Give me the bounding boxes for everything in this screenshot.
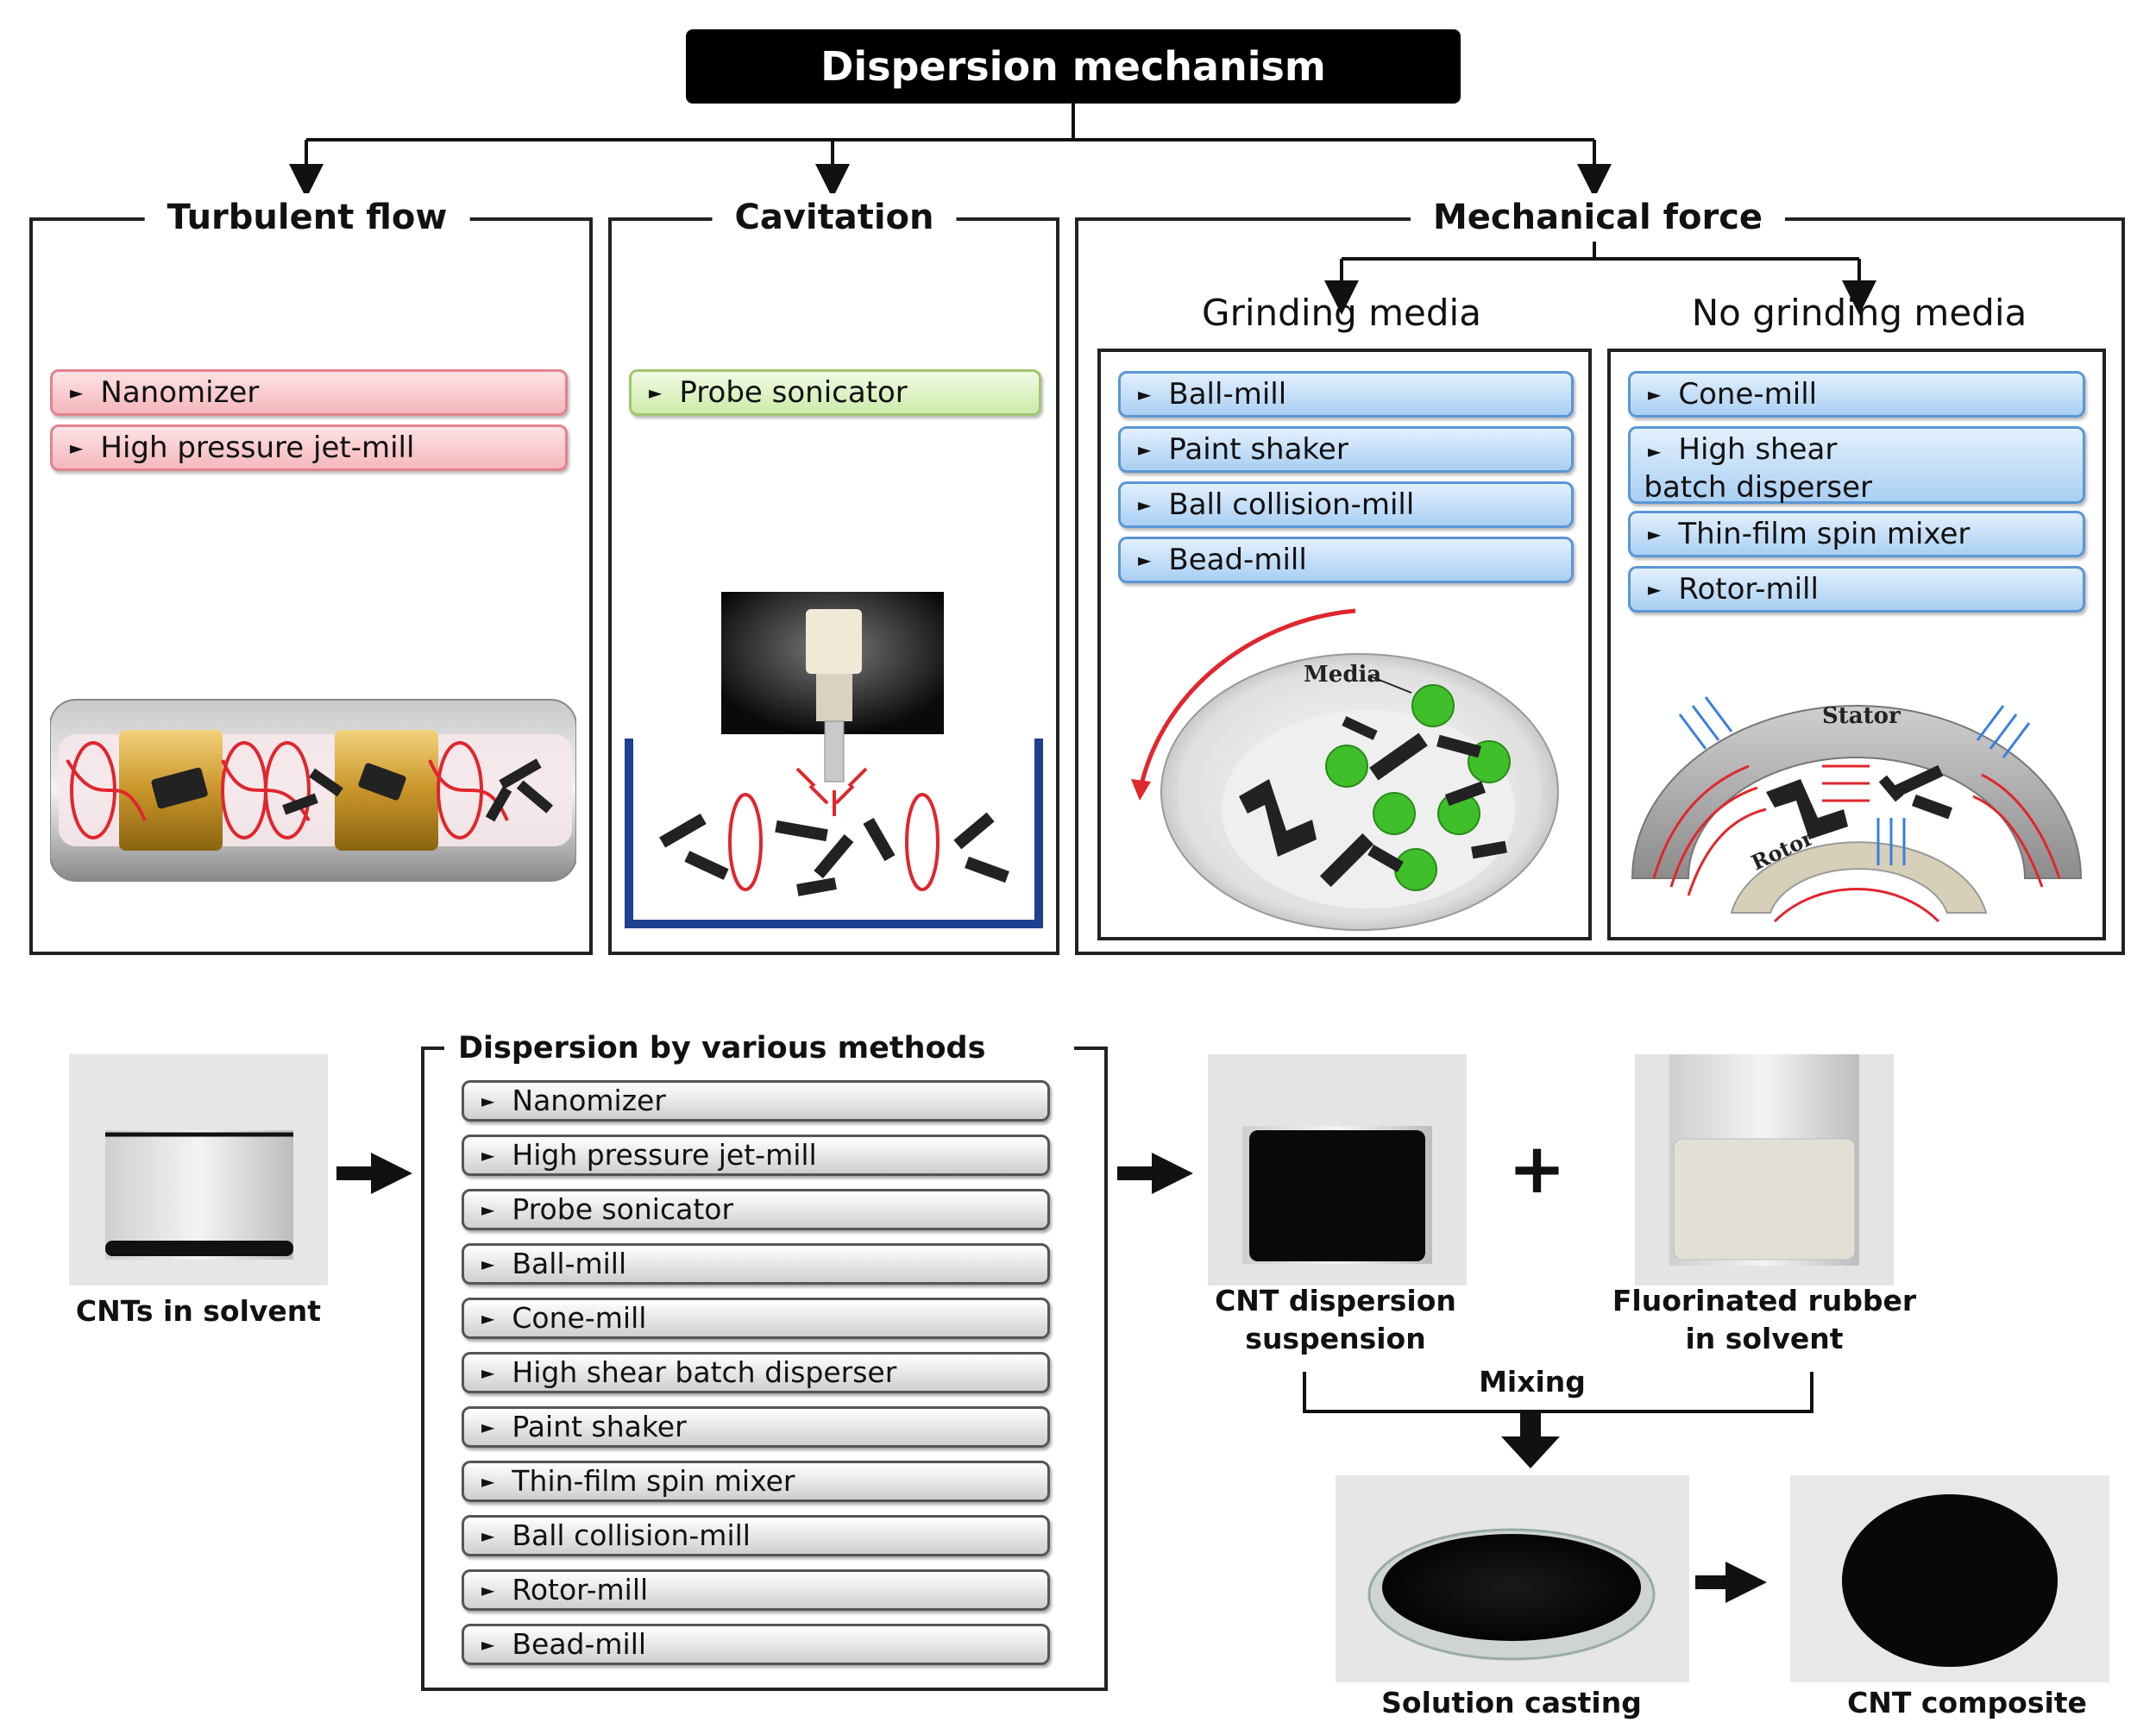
- process-method-pill: ►Paint shaker: [462, 1406, 1050, 1448]
- process-method-pill: ►High shear batch disperser: [462, 1352, 1050, 1393]
- mixing-bracket: [1303, 1372, 1813, 1413]
- cnt-composite-photo: [1790, 1475, 2109, 1682]
- cnt-dispersion-photo: [1208, 1054, 1467, 1286]
- bullet-arrow-icon: ►: [481, 1634, 495, 1655]
- process-method-pill: ►Ball-mill: [462, 1243, 1050, 1285]
- dispersion-methods-box-frame: [421, 1047, 1108, 1691]
- bullet-arrow-icon: ►: [1138, 439, 1152, 460]
- caption-cnt-composite: CNT composite: [1847, 1686, 2087, 1719]
- process-method-pill: ►Thin-film spin mixer: [462, 1461, 1050, 1502]
- bullet-arrow-icon: ►: [1648, 524, 1662, 544]
- turbulent-pipe-illustration: [50, 699, 576, 882]
- method-rotor-mill: ►Rotor-mill: [1628, 566, 2085, 613]
- bullet-arrow-icon: ►: [481, 1417, 495, 1437]
- bullet-arrow-icon: ►: [481, 1362, 495, 1383]
- process-method-pill: ►Probe sonicator: [462, 1189, 1050, 1230]
- cnts-in-solvent-photo: [69, 1054, 328, 1286]
- method-ball-collision-mill: ►Ball collision-mill: [1118, 481, 1574, 528]
- fluorinated-rubber-photo: [1635, 1054, 1894, 1286]
- method-paint-shaker: ►Paint shaker: [1118, 426, 1574, 473]
- method-high-shear-batch-disperser: ► High shear batch disperser: [1628, 426, 2085, 505]
- method-bead-mill: ►Bead-mill: [1118, 537, 1574, 583]
- bullet-arrow-icon: ►: [1648, 384, 1662, 405]
- mechanical-force-panel: Mechanical force: [1075, 193, 2125, 955]
- process-method-pill: ►Bead-mill: [462, 1624, 1050, 1665]
- cavitation-panel: Cavitation ►Probe sonicator: [608, 193, 1059, 955]
- bullet-arrow-icon: ►: [481, 1199, 495, 1220]
- sonicator-illustration: [625, 592, 1043, 928]
- mechanical-force-title: Mechanical force: [1410, 193, 1786, 242]
- caption-fluorinated-rubber: Fluorinated rubber in solvent: [1612, 1284, 1917, 1355]
- process-method-pill: ►Ball collision-mill: [462, 1515, 1050, 1556]
- bullet-arrow-icon: ►: [481, 1091, 495, 1111]
- method-ball-mill: ►Ball-mill: [1118, 371, 1574, 418]
- bullet-arrow-icon: ►: [481, 1525, 495, 1546]
- no-grinding-media-title: No grinding media: [1691, 292, 2027, 334]
- media-label: Media: [1304, 662, 1381, 688]
- bullet-arrow-icon: ►: [1138, 494, 1152, 515]
- grinding-media-panel: ►Ball-mill ►Paint shaker ►Ball collision…: [1097, 349, 1592, 940]
- process-method-pill: ►Cone-mill: [462, 1298, 1050, 1339]
- bullet-arrow-icon: ►: [1648, 579, 1662, 600]
- caption-solution-casting: Solution casting: [1381, 1686, 1642, 1719]
- solution-casting-photo: [1336, 1475, 1689, 1682]
- method-probe-sonicator: ►Probe sonicator: [629, 369, 1041, 416]
- mixing-label: Mixing: [1470, 1363, 1594, 1401]
- bullet-arrow-icon: ►: [481, 1145, 495, 1166]
- bullet-arrow-icon: ►: [1648, 441, 1662, 462]
- flow-arrow-2: [1117, 1153, 1193, 1194]
- bullet-arrow-icon: ►: [1138, 550, 1152, 570]
- process-method-pill: ►Rotor-mill: [462, 1569, 1050, 1611]
- diagram-title: Dispersion mechanism: [686, 29, 1461, 104]
- bullet-arrow-icon: ►: [649, 382, 663, 403]
- bullet-arrow-icon: ►: [481, 1471, 495, 1492]
- turbulent-flow-panel: Turbulent flow ►Nanomizer ►High pressure…: [29, 193, 593, 955]
- stator-label: Stator: [1822, 703, 1901, 729]
- caption-cnt-dispersion: CNT dispersion suspension: [1215, 1284, 1456, 1355]
- turbulent-flow-title: Turbulent flow: [144, 193, 470, 242]
- plus-sign: +: [1508, 1128, 1567, 1209]
- ball-mill-illustration: Media: [1131, 608, 1559, 931]
- caption-cnts-in-solvent: CNTs in solvent: [75, 1294, 322, 1328]
- bullet-arrow-icon: ►: [481, 1254, 495, 1274]
- no-grinding-media-panel: ►Cone-mill ► High shear batch disperser …: [1607, 349, 2106, 940]
- grinding-media-title: Grinding media: [1202, 292, 1481, 334]
- rotor-stator-illustration: Stator Rotor: [1631, 696, 2083, 923]
- method-thin-film-spin-mixer: ►Thin-film spin mixer: [1628, 511, 2085, 557]
- bullet-arrow-icon: ►: [481, 1580, 495, 1600]
- cavitation-title: Cavitation: [712, 193, 957, 242]
- bullet-arrow-icon: ►: [70, 437, 84, 458]
- process-method-pill: ►Nanomizer: [462, 1080, 1050, 1122]
- method-cone-mill: ►Cone-mill: [1628, 371, 2085, 418]
- method-high-pressure-jet-mill: ►High pressure jet-mill: [50, 424, 568, 471]
- flow-arrow-3: [1695, 1562, 1767, 1603]
- mixing-arrow: [1501, 1411, 1560, 1468]
- bullet-arrow-icon: ►: [481, 1308, 495, 1329]
- bullet-arrow-icon: ►: [70, 382, 84, 403]
- flow-arrow-1: [336, 1153, 412, 1194]
- method-nanomizer: ►Nanomizer: [50, 369, 568, 416]
- bullet-arrow-icon: ►: [1138, 384, 1152, 405]
- process-method-pill: ►High pressure jet-mill: [462, 1135, 1050, 1176]
- dispersion-box-title: Dispersion by various methods: [444, 1028, 1000, 1068]
